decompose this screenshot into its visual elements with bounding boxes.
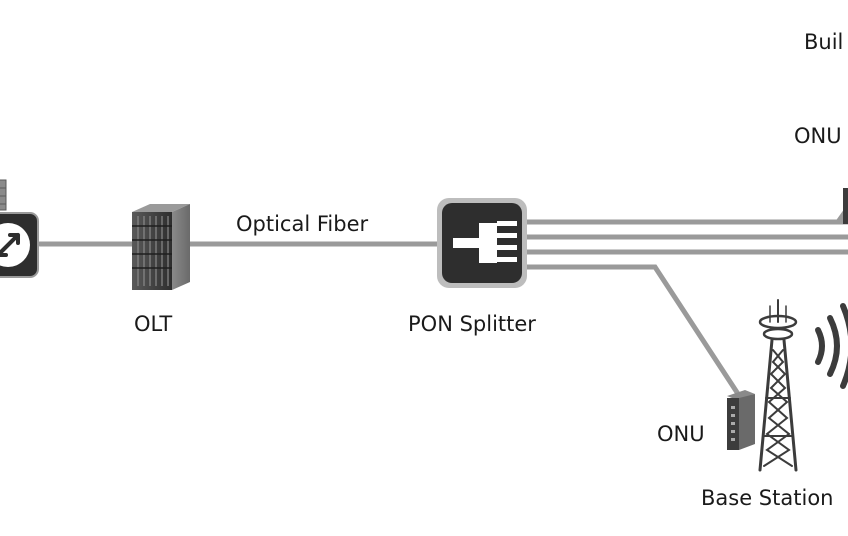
onu-base-station-label: ONU (657, 422, 705, 446)
router-icon (0, 179, 39, 278)
onu-device-icon (843, 188, 848, 224)
olt-label: OLT (134, 312, 173, 336)
fiber-splitter-out-4 (522, 264, 745, 403)
splitter-icon (437, 198, 527, 288)
onu-device-icon-base-station (727, 390, 755, 450)
wireless-signal-icon (815, 303, 848, 389)
cell-tower-icon (758, 299, 798, 472)
building-label: Buil (804, 30, 844, 54)
server-rack-icon (132, 204, 190, 290)
base-station-label: Base Station (701, 486, 834, 510)
fiber-links (37, 205, 848, 403)
pon-splitter-label: PON Splitter (408, 312, 536, 336)
optical-fiber-label: Optical Fiber (236, 212, 369, 236)
onu-building-label: ONU (794, 124, 842, 148)
